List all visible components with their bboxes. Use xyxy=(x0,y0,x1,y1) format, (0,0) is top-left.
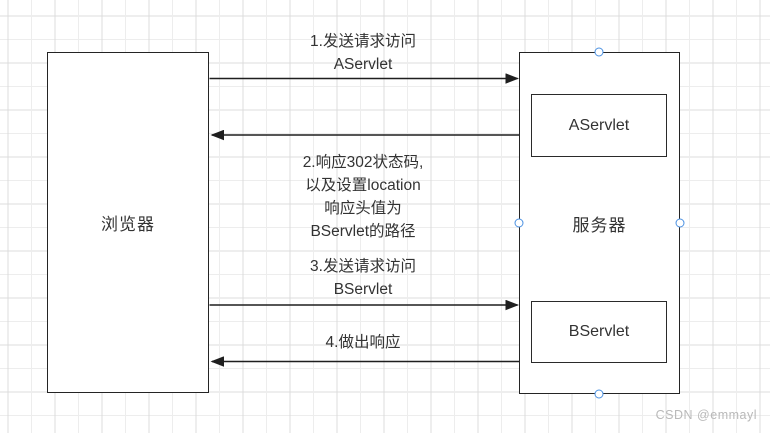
arrow-3-label: 3.发送请求访问 BServlet xyxy=(310,258,416,298)
server-connection-handle-top[interactable] xyxy=(594,47,604,57)
browser-label: 浏览器 xyxy=(101,215,155,234)
server-connection-handle-right[interactable] xyxy=(675,218,685,228)
arrow-2-label: 2.响应302状态码, 以及设置location 响应头值为 BServlet的… xyxy=(302,154,424,240)
aservlet-label: AServlet xyxy=(568,116,630,134)
arrow-1-label: 1.发送请求访问 AServlet xyxy=(310,33,416,73)
browser-node[interactable]: 浏览器 xyxy=(47,52,209,393)
bservlet-node[interactable]: BServlet xyxy=(531,301,667,363)
server-connection-handle-bottom[interactable] xyxy=(594,389,604,399)
bservlet-label: BServlet xyxy=(568,323,630,340)
arrow-4-label: 4.做出响应 xyxy=(325,334,401,351)
server-connection-handle-left[interactable] xyxy=(514,218,524,228)
aservlet-node[interactable]: AServlet xyxy=(531,94,667,157)
watermark: CSDN @emmayl xyxy=(655,408,757,422)
